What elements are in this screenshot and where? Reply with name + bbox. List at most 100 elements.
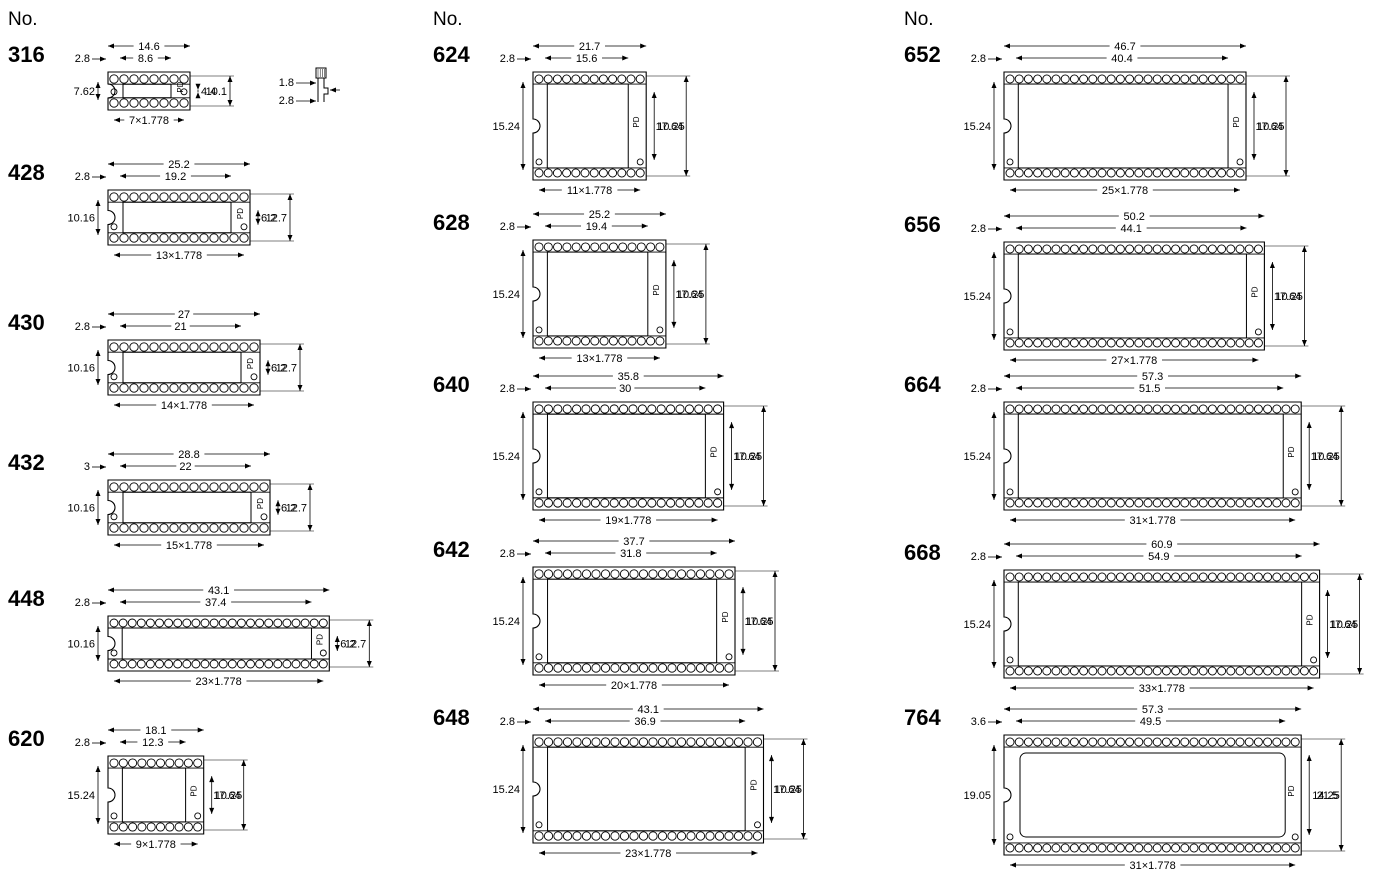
pin-top [229, 192, 239, 202]
pin-top [656, 404, 666, 414]
arrowhead [1252, 357, 1259, 363]
arrowhead [525, 56, 531, 62]
pin-bottom [618, 336, 628, 346]
pin-bottom [590, 498, 600, 508]
pin-bottom [1226, 168, 1236, 178]
pin-bottom [189, 383, 199, 393]
pin-bottom [1097, 168, 1107, 178]
pin-bottom [119, 523, 129, 533]
pin-bottom [182, 659, 192, 669]
arrowhead [545, 223, 551, 229]
pin-bottom [1060, 498, 1070, 508]
window-cutout [547, 578, 718, 664]
dim-height: 7.62 [74, 86, 95, 98]
pin-bottom [1023, 338, 1033, 348]
pin-bottom [1272, 498, 1282, 508]
pin-top [609, 404, 619, 414]
pin-top [219, 482, 229, 492]
dim-inner-width: 31.8 [620, 548, 641, 560]
dim-total-width-label-bg [632, 703, 664, 714]
pin-top [1125, 244, 1135, 254]
pin-bottom [553, 831, 563, 841]
dim-outer-height: 17.64 [213, 790, 241, 802]
pin-bottom [229, 523, 239, 533]
pin-top [1263, 404, 1273, 414]
pin-bottom [676, 663, 687, 673]
pin-bottom [249, 523, 259, 533]
arrowhead [996, 554, 1002, 560]
pin-bottom [164, 659, 174, 669]
pin-top [229, 342, 239, 352]
arrowhead [225, 173, 231, 179]
pin-top [1198, 244, 1208, 254]
pin-top [1042, 572, 1052, 582]
arrowhead [114, 678, 120, 684]
arrowhead [114, 252, 120, 258]
dim-height: 15.24 [963, 619, 991, 631]
mount-hole [535, 821, 543, 829]
dim-height: 15.24 [67, 790, 95, 802]
pin-bottom [189, 523, 199, 533]
arrowhead [1004, 541, 1010, 547]
pin-bottom [1263, 666, 1273, 676]
arrowhead [195, 92, 201, 99]
pin-bottom [273, 659, 283, 669]
pin-bottom [713, 498, 723, 508]
pin-top [1217, 572, 1227, 582]
arrowhead [297, 385, 303, 391]
pin-bottom [1235, 843, 1245, 853]
pin-top [1033, 74, 1043, 84]
pin-top [1244, 572, 1254, 582]
mount-hole [1236, 158, 1244, 166]
pin-top [1189, 572, 1199, 582]
dim-offset: 2.8 [500, 383, 515, 395]
pin-top [1299, 572, 1309, 582]
pin-bottom [249, 383, 259, 393]
arrowhead [334, 636, 340, 643]
pin-bottom [543, 663, 554, 673]
pin-top [1235, 404, 1245, 414]
pin-bottom [714, 663, 725, 673]
pin-bottom [752, 831, 763, 841]
pin-bottom [227, 659, 237, 669]
arrowhead [297, 344, 303, 350]
pin-bottom [1115, 666, 1125, 676]
pin-top [580, 242, 591, 252]
arrowhead [729, 422, 735, 429]
dim-inner-width: 19.2 [165, 171, 186, 183]
mount-hole [1006, 833, 1014, 841]
side-view-header [315, 67, 327, 79]
arrowhead [95, 229, 101, 235]
pin-top [1272, 404, 1282, 414]
pin-top [1272, 572, 1282, 582]
pd-label: PD [256, 498, 265, 509]
pin-bottom [1290, 498, 1300, 508]
dim-inner-width: 15.6 [576, 53, 597, 65]
side-view-dim-bottom: 2.8 [279, 95, 294, 107]
dim-outer-height: 17.64 [744, 616, 772, 628]
pin-bottom [1033, 666, 1043, 676]
pin-top [617, 74, 627, 84]
pin-top [666, 404, 676, 414]
dim-offset: 2.8 [75, 597, 90, 609]
pin-bottom [638, 663, 649, 673]
pin-bottom [1189, 843, 1199, 853]
pin-top [1263, 737, 1273, 747]
pin-top [676, 737, 687, 747]
pin-top [638, 737, 649, 747]
pin-top [182, 618, 192, 628]
arrowhead [108, 451, 114, 457]
pin-top [109, 192, 119, 202]
pin-bottom [1069, 338, 1079, 348]
pin-top [1014, 74, 1024, 84]
window-cutout [1017, 253, 1247, 339]
pd-label: PD [632, 116, 641, 127]
pin-top [1033, 572, 1043, 582]
pin-top [119, 74, 129, 84]
arrowhead [227, 100, 233, 106]
pin-top [273, 618, 283, 628]
pin-top [1115, 244, 1125, 254]
